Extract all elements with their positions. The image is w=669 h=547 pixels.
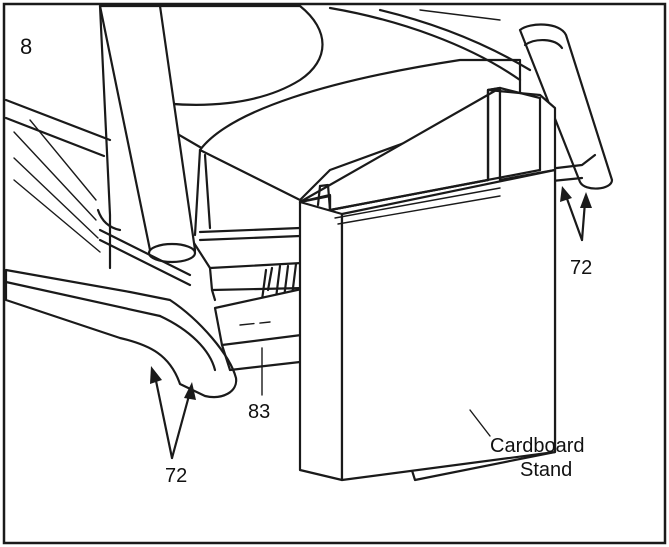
treadmill-base [4,4,532,302]
part-label-72-right: 72 [570,257,592,279]
left-upright [96,4,197,270]
arrow-icon [184,382,196,400]
stand-label-line2: Stand [520,459,572,481]
stand-label-line1: Cardboard [490,435,585,457]
part-label-83: 83 [248,401,270,423]
part-label-72-left: 72 [165,465,187,487]
arrow-icon [150,366,162,384]
left-base-rail [4,228,238,399]
callout-lines [150,186,592,460]
arrow-icon [580,192,592,208]
cardboard-stand [298,86,557,482]
arrow-icon [560,186,572,202]
step-number: 8 [20,34,32,59]
